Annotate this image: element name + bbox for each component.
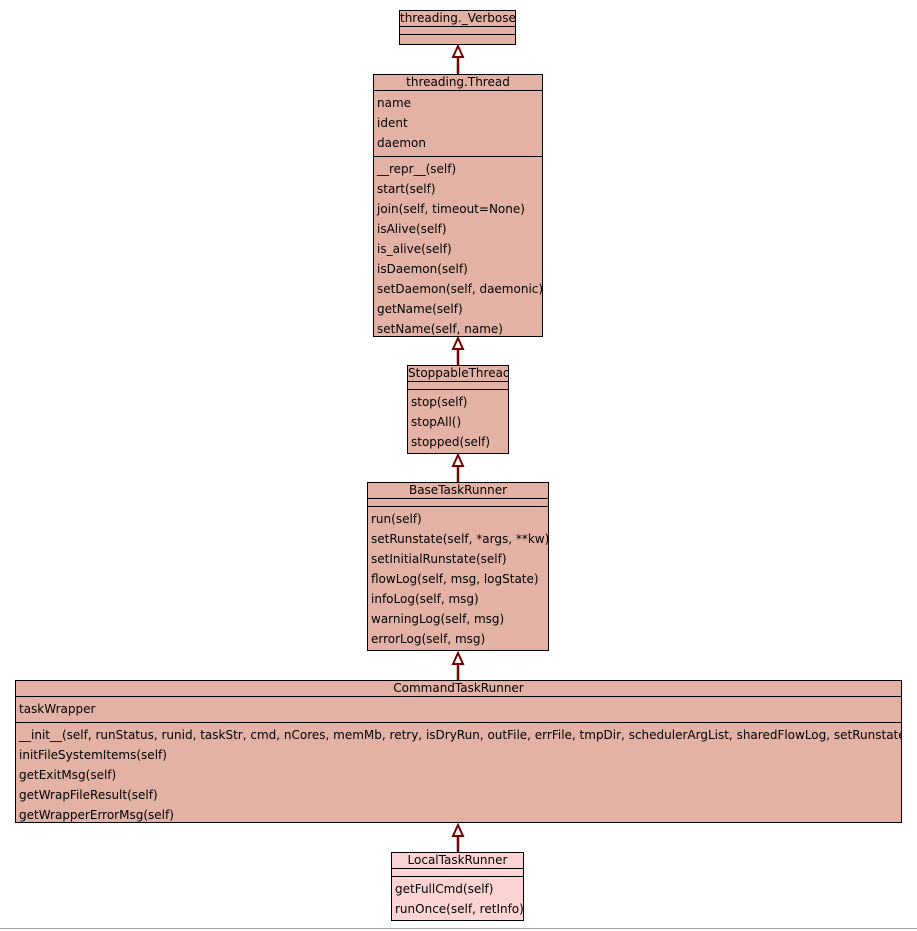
method: isAlive(self) (377, 222, 447, 236)
attribute: daemon (377, 136, 426, 150)
methods-section: getFullCmd(self) runOnce(self, retInfo) (392, 877, 523, 919)
class-name: threading.Thread (374, 75, 542, 91)
method: flowLog(self, msg, logState) (371, 572, 539, 586)
attributes-section: name ident daemon (374, 91, 542, 157)
class-box-verbose: threading._Verbose (399, 10, 516, 45)
method: runOnce(self, retInfo) (395, 902, 523, 916)
edge-command-to-base (451, 650, 465, 680)
method: warningLog(self, msg) (371, 612, 505, 626)
method: is_alive(self) (377, 242, 452, 256)
attributes-section: taskWrapper (16, 697, 901, 723)
method: getWrapFileResult(self) (19, 788, 158, 802)
method: setName(self, name) (377, 322, 503, 336)
method: __repr__(self) (377, 162, 457, 176)
method: setInitialRunstate(self) (371, 552, 507, 566)
method: stopped(self) (411, 435, 491, 449)
attribute: ident (377, 116, 408, 130)
class-box-local-task-runner: LocalTaskRunner getFullCmd(self) runOnce… (391, 852, 524, 921)
method: join(self, timeout=None) (377, 202, 525, 216)
class-name: StoppableThread (408, 366, 508, 382)
class-name: LocalTaskRunner (392, 853, 523, 869)
edge-thread-to-verbose (451, 43, 465, 74)
method: getWrapperErrorMsg(self) (19, 808, 174, 822)
attribute: taskWrapper (19, 702, 96, 716)
class-box-stoppable-thread: StoppableThread stop(self) stopAll() sto… (407, 365, 509, 454)
edge-local-to-command (451, 822, 465, 852)
attributes-section (392, 869, 523, 877)
methods-section: stop(self) stopAll() stopped(self) (408, 390, 508, 452)
methods-section: __init__(self, runStatus, runid, taskStr… (16, 723, 901, 825)
method: __init__(self, runStatus, runid, taskStr… (19, 728, 901, 742)
methods-section (400, 35, 515, 41)
edge-base-to-stoppable (451, 452, 465, 482)
method: run(self) (371, 512, 422, 526)
method: isDaemon(self) (377, 262, 468, 276)
edge-stoppable-to-thread (451, 335, 465, 365)
method: getExitMsg(self) (19, 768, 117, 782)
method: infoLog(self, msg) (371, 592, 479, 606)
method: start(self) (377, 182, 436, 196)
method: setRunstate(self, *args, **kw) (371, 532, 548, 546)
methods-section: run(self) setRunstate(self, *args, **kw)… (368, 507, 548, 649)
attributes-section (408, 382, 508, 390)
method: getName(self) (377, 302, 463, 316)
class-box-command-task-runner: CommandTaskRunner taskWrapper __init__(s… (15, 680, 902, 823)
attributes-section (368, 499, 548, 507)
attributes-section (400, 27, 515, 35)
method: stopAll() (411, 415, 462, 429)
class-name: CommandTaskRunner (16, 681, 901, 697)
class-name: BaseTaskRunner (368, 483, 548, 499)
class-box-thread: threading.Thread name ident daemon __rep… (373, 74, 543, 337)
class-name: threading._Verbose (400, 11, 515, 27)
attribute: name (377, 96, 412, 110)
method: getFullCmd(self) (395, 882, 494, 896)
method: setDaemon(self, daemonic) (377, 282, 542, 296)
window-bottom-divider (0, 928, 917, 929)
class-box-base-task-runner: BaseTaskRunner run(self) setRunstate(sel… (367, 482, 549, 651)
method: stop(self) (411, 395, 468, 409)
method: initFileSystemItems(self) (19, 748, 167, 762)
method: errorLog(self, msg) (371, 632, 486, 646)
methods-section: __repr__(self) start(self) join(self, ti… (374, 157, 542, 339)
